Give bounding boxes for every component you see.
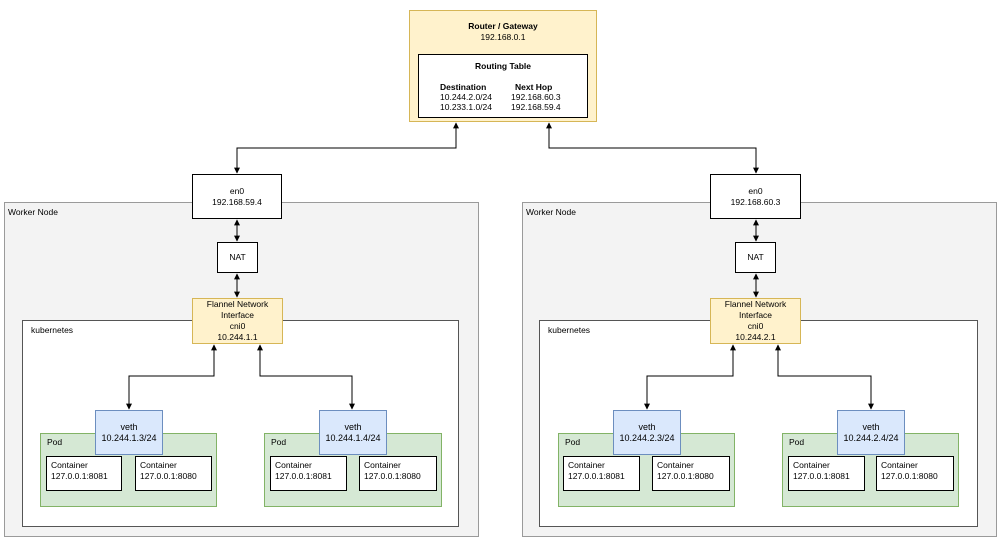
container-2b-2: Container 127.0.0.1:8080 <box>876 456 954 491</box>
container-address: 127.0.0.1:8081 <box>275 471 332 481</box>
veth-name: veth <box>862 421 880 432</box>
veth-name: veth <box>638 421 656 432</box>
container-name: Container <box>364 460 401 470</box>
en0-name: en0 <box>748 185 763 196</box>
link-router-en0-1 <box>234 122 459 174</box>
en0-interface-1: en0 192.168.59.4 <box>192 174 282 219</box>
flannel-line-3: cni0 <box>229 321 246 331</box>
routing-row-2-next-hop: 192.168.59.4 <box>511 102 561 112</box>
kubernetes-label: kubernetes <box>548 325 591 335</box>
nat-label: NAT <box>747 252 764 262</box>
flannel-line-2: Interface <box>220 310 255 320</box>
link-flannel-veth-2a <box>644 344 736 410</box>
container-address: 127.0.0.1:8080 <box>364 471 421 481</box>
en0-ip: 192.168.60.3 <box>730 196 781 207</box>
container-name: Container <box>881 460 918 470</box>
worker-node-label: Worker Node <box>526 207 576 217</box>
container-2a-1: Container 127.0.0.1:8081 <box>563 456 640 491</box>
container-address: 127.0.0.1:8081 <box>51 471 108 481</box>
flannel-interface-2: Flannel Network Interface cni0 10.244.2.… <box>710 298 801 344</box>
routing-row-1-destination: 10.244.2.0/24 <box>440 92 492 102</box>
routing-table-title: Routing Table <box>474 61 532 71</box>
flannel-line-4: 10.244.1.1 <box>217 332 258 342</box>
flannel-line-2: Interface <box>738 310 773 320</box>
container-address: 127.0.0.1:8080 <box>657 471 714 481</box>
en0-ip: 192.168.59.4 <box>212 196 262 207</box>
container-1b-1: Container 127.0.0.1:8081 <box>270 456 347 491</box>
router-gateway: Router / Gateway 192.168.0.1 Routing Tab… <box>409 10 597 122</box>
link-flannel-veth-1a <box>126 344 217 410</box>
container-address: 127.0.0.1:8081 <box>568 471 625 481</box>
container-address: 127.0.0.1:8080 <box>881 471 938 481</box>
kubernetes-label: kubernetes <box>31 325 74 335</box>
container-address: 127.0.0.1:8080 <box>140 471 197 481</box>
pod-label: Pod <box>789 437 805 447</box>
flannel-line-3: cni0 <box>747 321 764 331</box>
routing-row-2-destination: 10.233.1.0/24 <box>440 102 492 112</box>
container-name: Container <box>275 460 312 470</box>
container-name: Container <box>793 460 830 470</box>
worker-node-label: Worker Node <box>8 207 58 217</box>
en0-name: en0 <box>229 185 245 196</box>
container-name: Container <box>140 460 177 470</box>
pod-label: Pod <box>47 437 63 447</box>
flannel-line-1: Flannel Network <box>724 299 787 309</box>
nat-label: NAT <box>229 252 246 262</box>
link-flannel-veth-2b <box>775 344 874 410</box>
container-address: 127.0.0.1:8081 <box>793 471 850 481</box>
veth-2b: veth 10.244.2.4/24 <box>837 410 905 455</box>
routing-row-1-next-hop: 192.168.60.3 <box>511 92 561 102</box>
flannel-line-1: Flannel Network <box>206 299 269 309</box>
veth-ip: 10.244.2.4/24 <box>843 432 899 443</box>
routing-header-destination: Destination <box>440 82 487 92</box>
nat-2: NAT <box>735 242 776 273</box>
nat-1: NAT <box>217 242 258 273</box>
link-router-en0-2 <box>546 122 759 174</box>
veth-1b: veth 10.244.1.4/24 <box>319 410 387 455</box>
container-name: Container <box>657 460 694 470</box>
routing-header-next-hop: Next Hop <box>515 82 553 92</box>
veth-2a: veth 10.244.2.3/24 <box>613 410 681 455</box>
veth-ip: 10.244.2.3/24 <box>619 432 675 443</box>
link-flannel-veth-1b <box>257 344 355 410</box>
veth-1a: veth 10.244.1.3/24 <box>95 410 163 455</box>
container-1a-1: Container 127.0.0.1:8081 <box>46 456 122 491</box>
routing-table: Routing Table Destination Next Hop 10.24… <box>418 54 588 118</box>
veth-name: veth <box>120 421 138 432</box>
container-2b-1: Container 127.0.0.1:8081 <box>788 456 865 491</box>
en0-interface-2: en0 192.168.60.3 <box>710 174 801 219</box>
veth-name: veth <box>344 421 362 432</box>
container-1a-2: Container 127.0.0.1:8080 <box>135 456 212 491</box>
veth-ip: 10.244.1.3/24 <box>101 432 157 443</box>
container-name: Container <box>568 460 605 470</box>
pod-label: Pod <box>565 437 581 447</box>
router-ip: 192.168.0.1 <box>480 32 526 42</box>
veth-ip: 10.244.1.4/24 <box>325 432 381 443</box>
router-title: Router / Gateway <box>468 21 538 31</box>
container-1b-2: Container 127.0.0.1:8080 <box>359 456 437 491</box>
pod-label: Pod <box>271 437 287 447</box>
flannel-line-4: 10.244.2.1 <box>735 332 776 342</box>
flannel-interface-1: Flannel Network Interface cni0 10.244.1.… <box>192 298 283 344</box>
container-2a-2: Container 127.0.0.1:8080 <box>652 456 730 491</box>
container-name: Container <box>51 460 88 470</box>
